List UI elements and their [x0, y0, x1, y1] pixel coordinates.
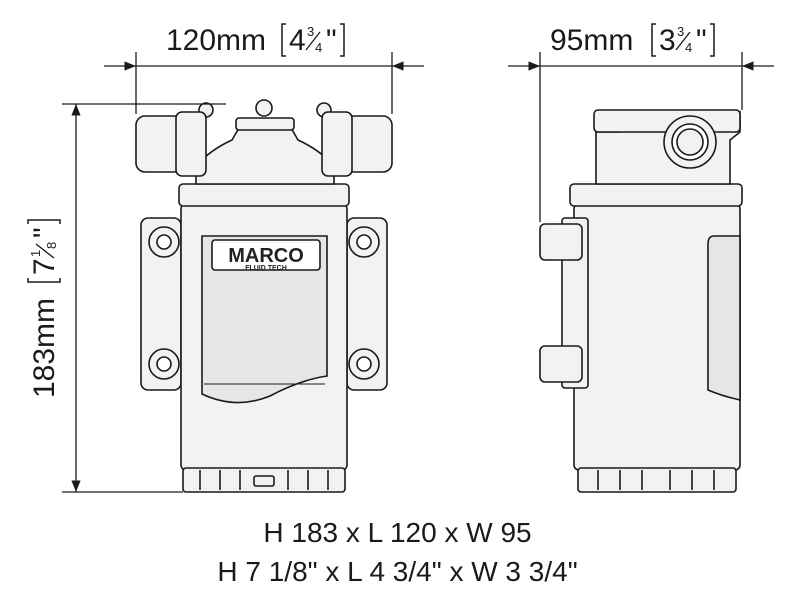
dimension-lines: [62, 52, 774, 493]
brand-tagline: FLUID TECH: [245, 265, 287, 272]
caption-imperial: H 7 1/8" x L 4 3/4" x W 3 3/4": [217, 556, 578, 587]
svg-text:4: 4: [685, 40, 692, 55]
side-base: [577, 467, 737, 493]
brand-label: [201, 235, 328, 404]
front-view: [135, 99, 393, 493]
side-width-label: 95mm 3 3 4 ": [550, 23, 715, 57]
svg-text:183mm: 183mm: [28, 298, 61, 398]
pump-head: [195, 125, 335, 185]
svg-text:4: 4: [289, 24, 306, 57]
svg-text:3: 3: [677, 24, 684, 39]
svg-text:": ": [326, 24, 337, 57]
caption-metric: H 183 x L 120 x W 95: [263, 517, 532, 548]
svg-text:": ": [696, 24, 707, 57]
front-width-label: 120mm 4 3 4 ": [166, 23, 345, 57]
svg-text:120mm: 120mm: [166, 24, 266, 57]
svg-text:7: 7: [28, 258, 61, 275]
mounting-holes: [148, 226, 380, 380]
side-view: [539, 109, 743, 493]
svg-text:3: 3: [307, 24, 314, 39]
height-label: 183mm 7 1 8 ": [27, 219, 61, 398]
svg-text:95mm: 95mm: [550, 24, 633, 57]
svg-text:8: 8: [44, 242, 59, 249]
svg-text:1: 1: [28, 250, 43, 257]
side-collar: [569, 183, 743, 207]
svg-text:4: 4: [315, 40, 322, 55]
svg-text:": ": [28, 227, 61, 238]
side-brand-label: [707, 235, 741, 401]
pump-collar: [178, 183, 350, 207]
brand-name: MARCO: [228, 245, 304, 267]
svg-text:3: 3: [659, 24, 676, 57]
